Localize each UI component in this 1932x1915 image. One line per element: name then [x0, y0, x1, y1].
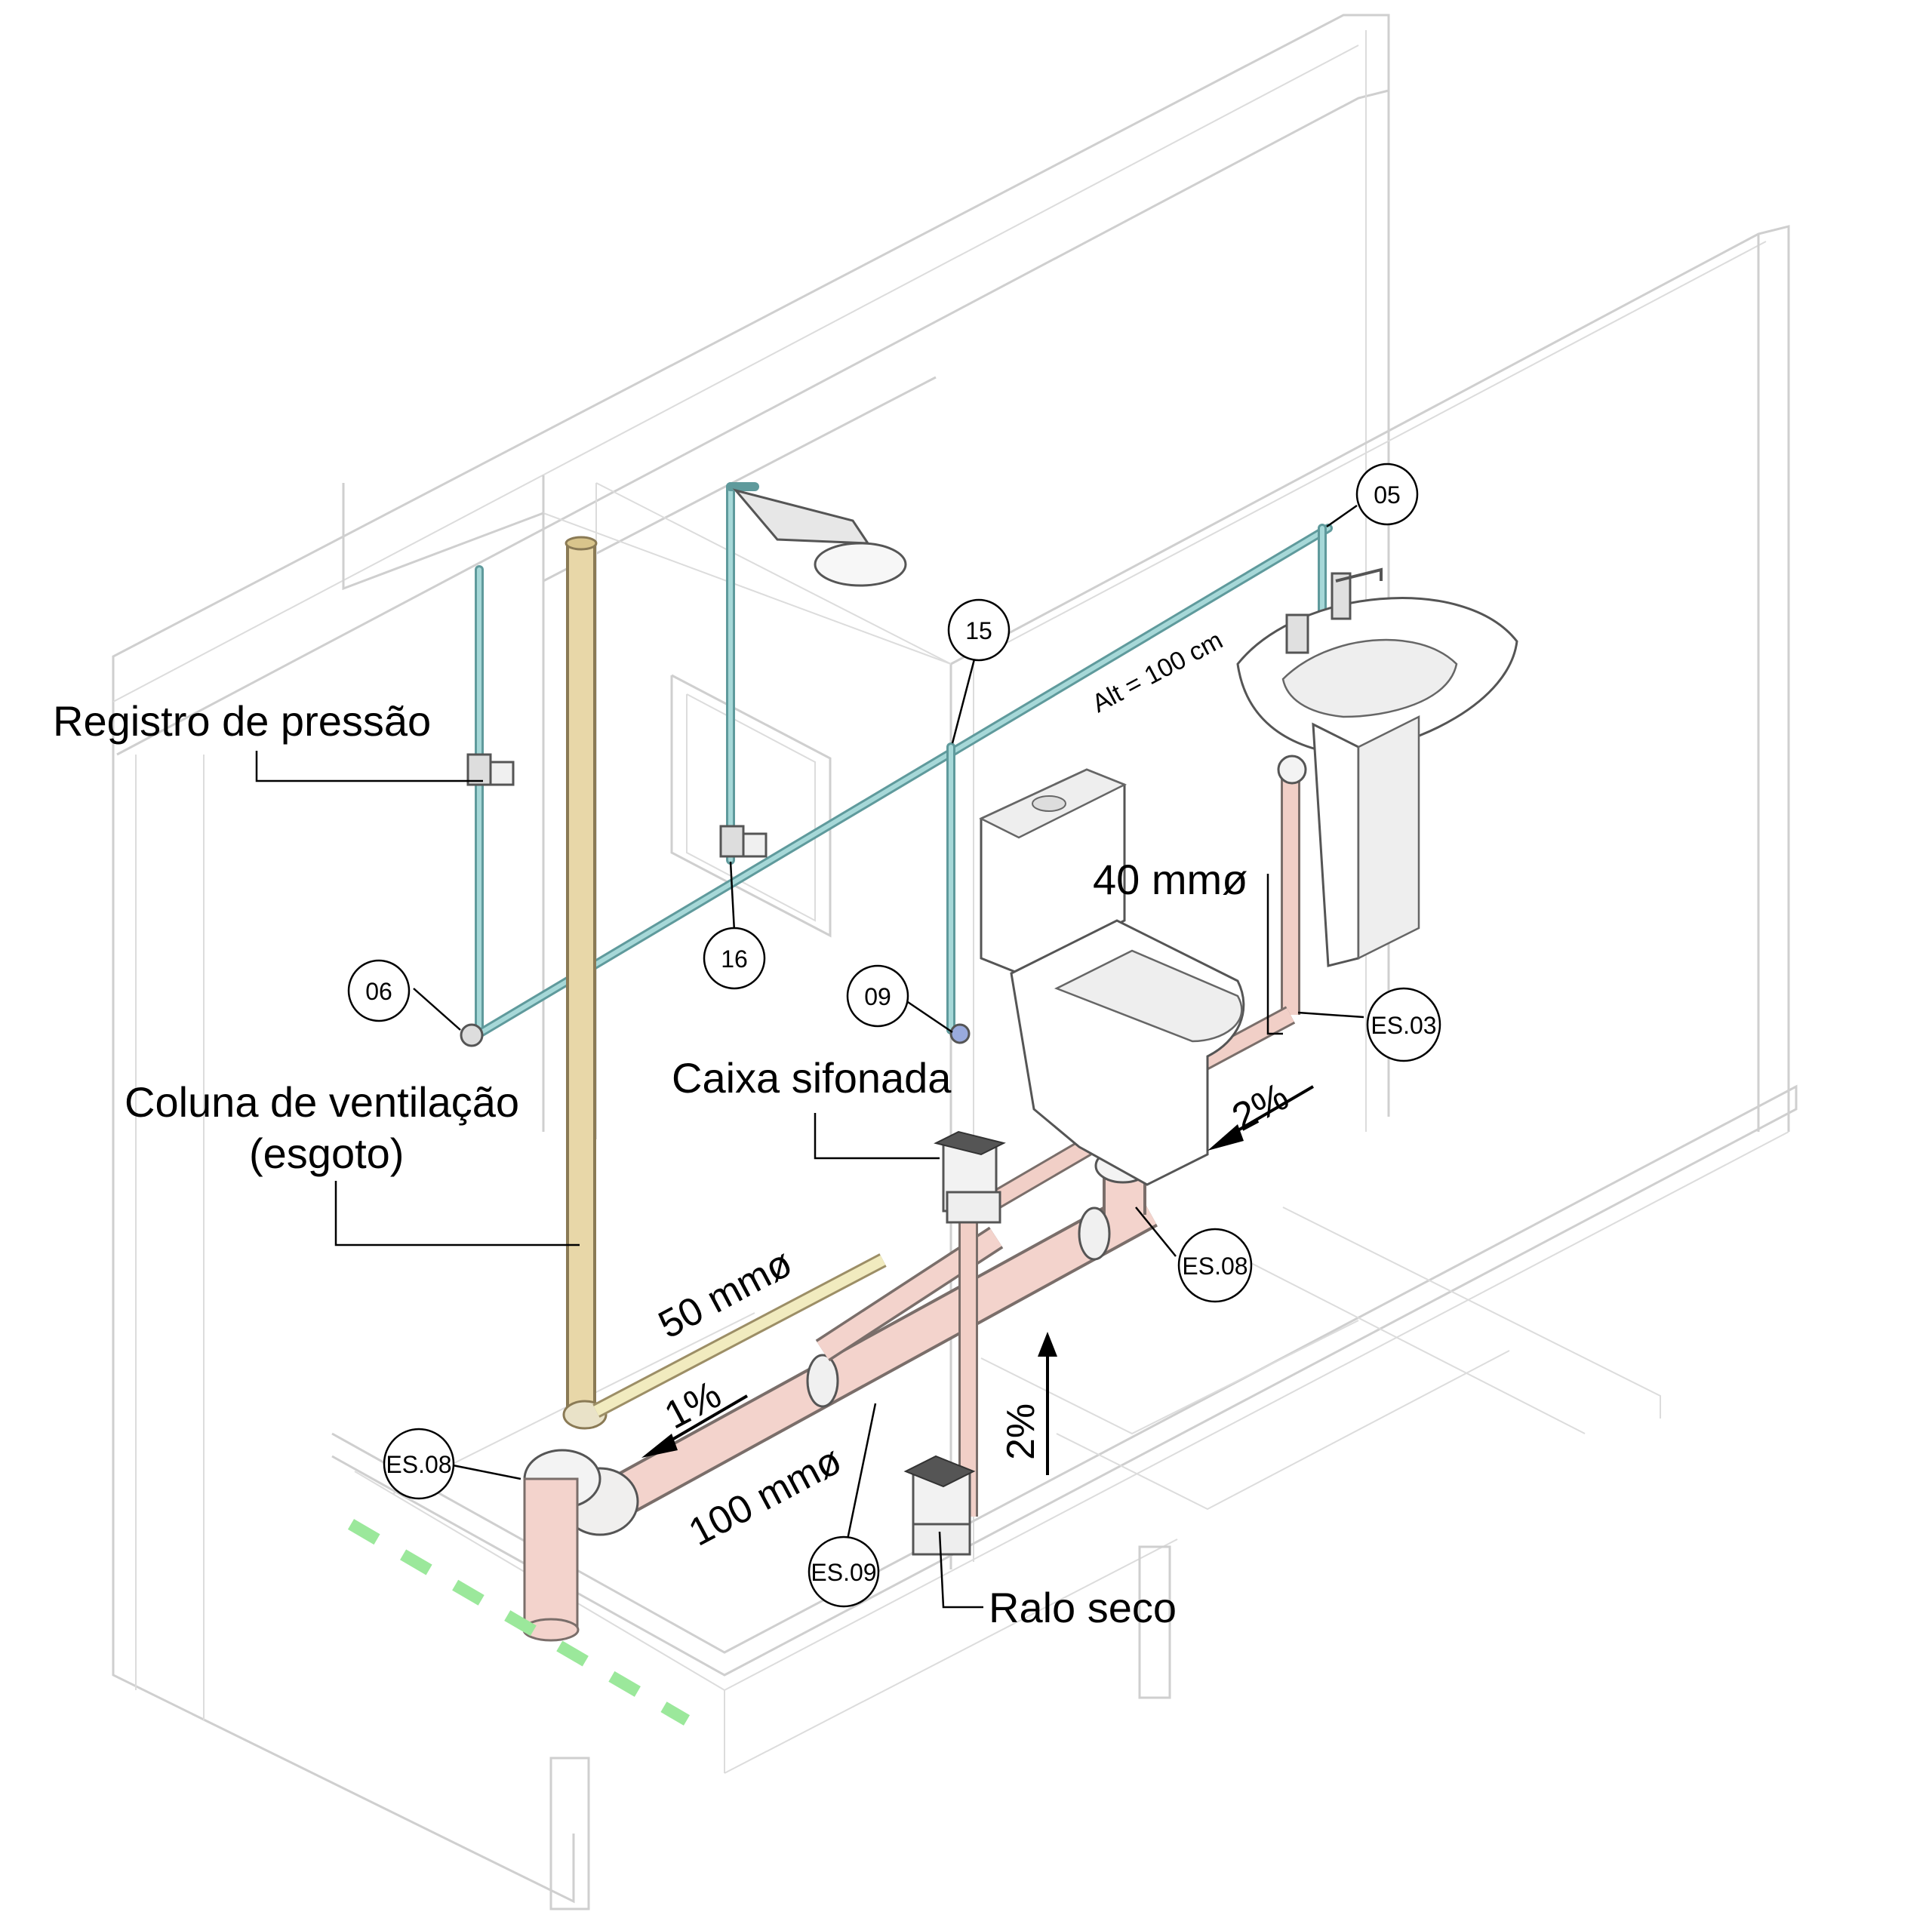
label-slope-2pct-vertical: 2%: [999, 1403, 1043, 1460]
label-caixa: Caixa sifonada: [672, 1054, 952, 1102]
label-ralo: Ralo seco: [989, 1584, 1177, 1631]
pipe-end-09: [949, 1023, 971, 1044]
svg-text:05: 05: [1374, 481, 1401, 509]
caixa-sifonada-icon: [934, 1130, 1006, 1224]
pressure-valve-shower: [719, 825, 768, 858]
label-alt: Alt = 100 cm: [1088, 626, 1228, 718]
shower-head-icon: [732, 488, 907, 587]
label-registro: Registro de pressão: [53, 697, 431, 745]
bubble-15: 15: [947, 598, 1011, 662]
bubble-06: 06: [347, 959, 411, 1022]
water-supply-pipes: [475, 482, 1333, 1038]
dashed-reference-line: [347, 1519, 691, 1726]
svg-text:ES.03: ES.03: [1371, 1012, 1436, 1039]
label-coluna-line1: Coluna de ventilação: [125, 1078, 519, 1126]
bubble-16: 16: [703, 927, 766, 990]
ventilation-column: [562, 536, 887, 1430]
bubble-es09: ES.09: [808, 1535, 880, 1608]
svg-text:ES.09: ES.09: [811, 1559, 876, 1586]
pressure-valve-left: [466, 753, 515, 786]
label-coluna-line2: (esgoto): [249, 1130, 404, 1177]
toilet-icon: [979, 768, 1245, 1186]
sewer-pipes: [522, 755, 1307, 1642]
label-50mm: 50 mmø: [651, 1241, 799, 1348]
leader-lines: [255, 504, 1364, 1609]
label-40mm: 40 mmø: [1093, 856, 1247, 903]
svg-text:06: 06: [365, 978, 392, 1005]
svg-text:15: 15: [965, 617, 992, 644]
svg-text:ES.08: ES.08: [1182, 1253, 1247, 1280]
bubble-es03: ES.03: [1366, 987, 1441, 1062]
ralo-seco-icon: [903, 1455, 976, 1556]
svg-text:16: 16: [721, 945, 748, 973]
bubble-es08-right: ES.08: [1177, 1228, 1253, 1303]
bubble-05: 05: [1355, 463, 1419, 526]
wash-basin-icon: [1236, 567, 1518, 967]
bubble-09: 09: [846, 964, 909, 1028]
pipe-end-06: [460, 1023, 484, 1047]
slope-arrows: [641, 1085, 1315, 1475]
svg-text:ES.08: ES.08: [386, 1451, 451, 1478]
bubble-es08-left: ES.08: [383, 1428, 455, 1500]
svg-text:09: 09: [864, 983, 891, 1010]
